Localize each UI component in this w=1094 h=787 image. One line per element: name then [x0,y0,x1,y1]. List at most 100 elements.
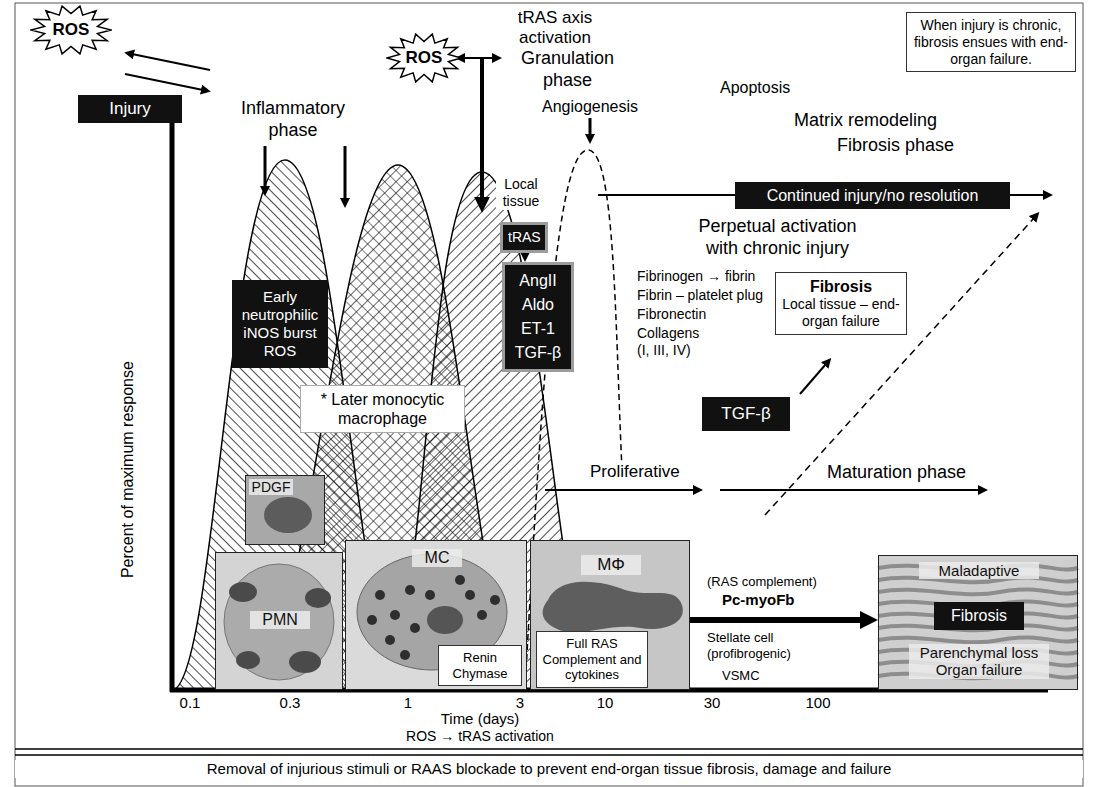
node-text: TGF-β [707,404,785,424]
ros-starburst: ROS [386,33,462,83]
micrograph-ground [878,555,1078,690]
nucleus-lobe [305,588,331,608]
nucleus-lobe [236,651,260,669]
annotation: Fibronectin [635,306,708,323]
axis-label: Percent of maximum response [118,320,137,620]
node-subtext: Parenchymal loss Organ failure [909,644,1049,679]
node-text: Maladaptive [919,562,1039,579]
phase-label: tRAS axis activation [500,8,610,49]
node-text: PMN [250,611,310,629]
micrograph-ground [345,540,527,690]
node-text: Fibrosis [781,277,901,296]
node-text: ROS [53,20,90,40]
granule [410,623,420,633]
tick-label: 0.1 [170,694,210,712]
caption-box: Renin Chymase [438,645,522,686]
node-subtext: Local tissue – end-organ failure [781,296,901,330]
granule [425,590,435,600]
node-text: Early neutrophilic iNOS burst ROS [237,288,323,360]
platelet-figure [264,497,312,533]
neutrophil-figure [224,564,334,680]
annotation: Pc-myoFb [720,591,797,609]
node-text: * Later monocytic macrophage [306,390,459,428]
tick-label: 10 [585,694,625,712]
starburst-shape [387,34,461,82]
nucleus-lobe [229,582,257,602]
phase-label: Granulation phase [505,48,630,91]
annotation: Collagens (I, III, IV) [635,325,713,359]
tras-box: tRAS [500,222,548,253]
annotation: Local tissue [496,176,546,210]
rule-line [15,754,1083,756]
nucleus-lobe [289,651,321,673]
pointer-arrow [344,146,347,200]
annotation: (RAS complement) [705,574,819,590]
granule [367,615,377,625]
phase-label: Proliferative [588,462,682,482]
node-text: tRAS [508,229,540,246]
pointer-arrow [800,364,826,394]
node-text: MC [412,549,462,567]
mediator-box: TGF-β [702,397,790,431]
annotation: Fibrin – platelet plug [635,287,765,304]
phase-label: Apoptosis [718,78,792,97]
mediator-box: AngII Aldo ET-1 TGF-β [502,262,574,372]
label-box: Fibrosis [934,602,1024,630]
fibrosis-figure [878,565,1078,678]
tick-label: 100 [798,694,838,712]
granule [375,590,385,600]
granule [455,575,465,585]
starburst-shape [31,6,111,54]
chronic-arrow [765,218,1034,515]
ros-starburst: ROS [30,5,112,55]
node-text: Injury [83,99,177,119]
tick-label: 0.3 [270,694,310,712]
granule [385,635,395,645]
granule [400,650,410,660]
phase-label: Fibrosis phase [835,135,956,157]
feedback-arrow [132,54,210,70]
rule-line [15,748,1083,750]
micrograph-ground [530,540,690,690]
phase-label: Angiogenesis [540,97,640,116]
cell-response-box: * Later monocytic macrophage [300,385,465,433]
micrograph-ground [245,475,325,545]
tick-label: 30 [692,694,732,712]
node-text: PDGF [249,479,293,495]
double-arrow [463,57,494,59]
phase-label: Inflammatory phase [218,98,368,141]
granule [405,585,415,595]
annotation: VSMC [720,668,762,684]
node-text: When injury is chronic, fibrosis ensues … [912,17,1070,67]
micrograph: MC Renin Chymase [345,540,527,690]
axis-label: Time (days) [400,710,560,728]
pointer-arrow [264,146,267,188]
injury-box: Injury [78,95,182,123]
phase-arrow [545,489,695,491]
pointer-arrow [589,118,592,136]
nucleus [427,606,463,634]
micrograph-ground [215,552,343,690]
outcome-box: FibrosisLocal tissue – end-organ failure [775,272,907,335]
granule [477,610,487,620]
y-axis [170,122,175,692]
annotation: Perpetual activation with chronic injury [680,216,875,259]
node-text: Renin Chymase [444,650,516,681]
connector-arrow [524,253,526,254]
footnote: Removal of injurious stimuli or RAAS blo… [15,760,1083,778]
node-text: ROS [406,48,443,68]
micrograph: PDGF [245,475,325,545]
granule [465,590,475,600]
micrograph: MΦFull RAS Complement and cytokines [530,540,690,690]
phase-arrow [720,489,980,491]
feedback-arrow [125,74,203,90]
node-text: Fibrosis [939,606,1019,625]
annotation: ROS → tRAS activation [330,728,630,745]
micrograph: PMN [215,552,343,690]
granule [490,595,500,605]
note-box: When injury is chronic, fibrosis ensues … [906,12,1076,72]
caption-box: Full RAS Complement and cytokines [536,631,648,688]
status-box: Continued injury/no resolution [735,182,1010,209]
annotation: Fibrinogen → fibrin [635,268,757,285]
